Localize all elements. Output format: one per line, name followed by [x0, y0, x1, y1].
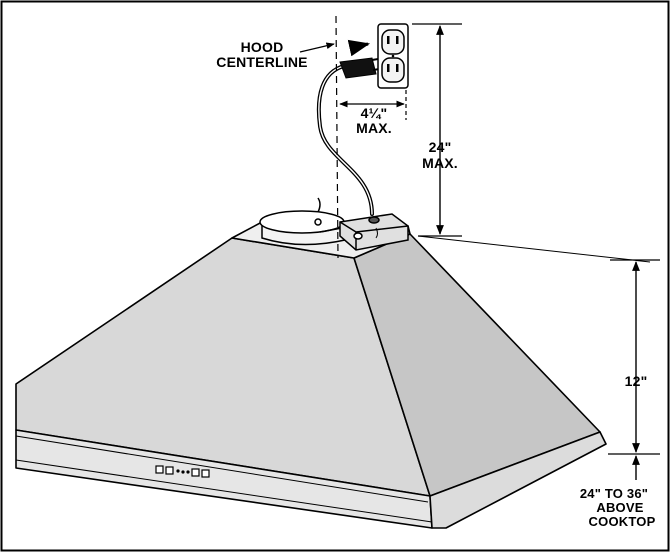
power-plug-icon: [339, 39, 387, 79]
control-button-icon: [165, 466, 174, 475]
indicator-dot-icon: [186, 470, 190, 474]
centerline-leader-arrow: [299, 42, 335, 53]
indicator-dot-icon: [181, 470, 185, 474]
range-hood: [15, 221, 607, 529]
duct-collar: [259, 197, 346, 246]
outlet-offset-label-max: MAX.: [356, 120, 392, 136]
mount-height-label-range: 24" TO 36": [580, 486, 648, 501]
outlet-height-dimension: [412, 23, 462, 237]
hood-top-reference-line: [417, 235, 651, 263]
hood-centerline: [335, 15, 339, 259]
hood-height-label: 12": [625, 373, 648, 389]
outlet-height-label-max: MAX.: [422, 155, 458, 171]
outlet-offset-label-value: 4¼": [361, 105, 388, 121]
indicator-dot-icon: [176, 469, 180, 473]
wall-outlet-icon: [377, 23, 409, 89]
hood-side-rim: [429, 431, 607, 529]
hood-centerline-label-line1: HOOD: [241, 39, 284, 55]
junction-box: [339, 213, 409, 251]
mount-height-label-cooktop: COOKTOP: [589, 514, 656, 529]
hood-centerline-label-line2: CENTERLINE: [216, 54, 307, 70]
hood-height-dimension: [608, 259, 660, 455]
insert-arrow-icon: [347, 39, 371, 57]
outlet-height-label-value: 24": [429, 139, 452, 155]
control-button-icon: [155, 465, 164, 474]
control-panel: [155, 465, 210, 478]
outlet-offset-dimension: [339, 90, 407, 120]
power-cord: [316, 64, 374, 216]
mount-height-label-above: ABOVE: [596, 500, 643, 515]
control-button-icon: [201, 469, 210, 478]
control-button-icon: [191, 468, 200, 477]
